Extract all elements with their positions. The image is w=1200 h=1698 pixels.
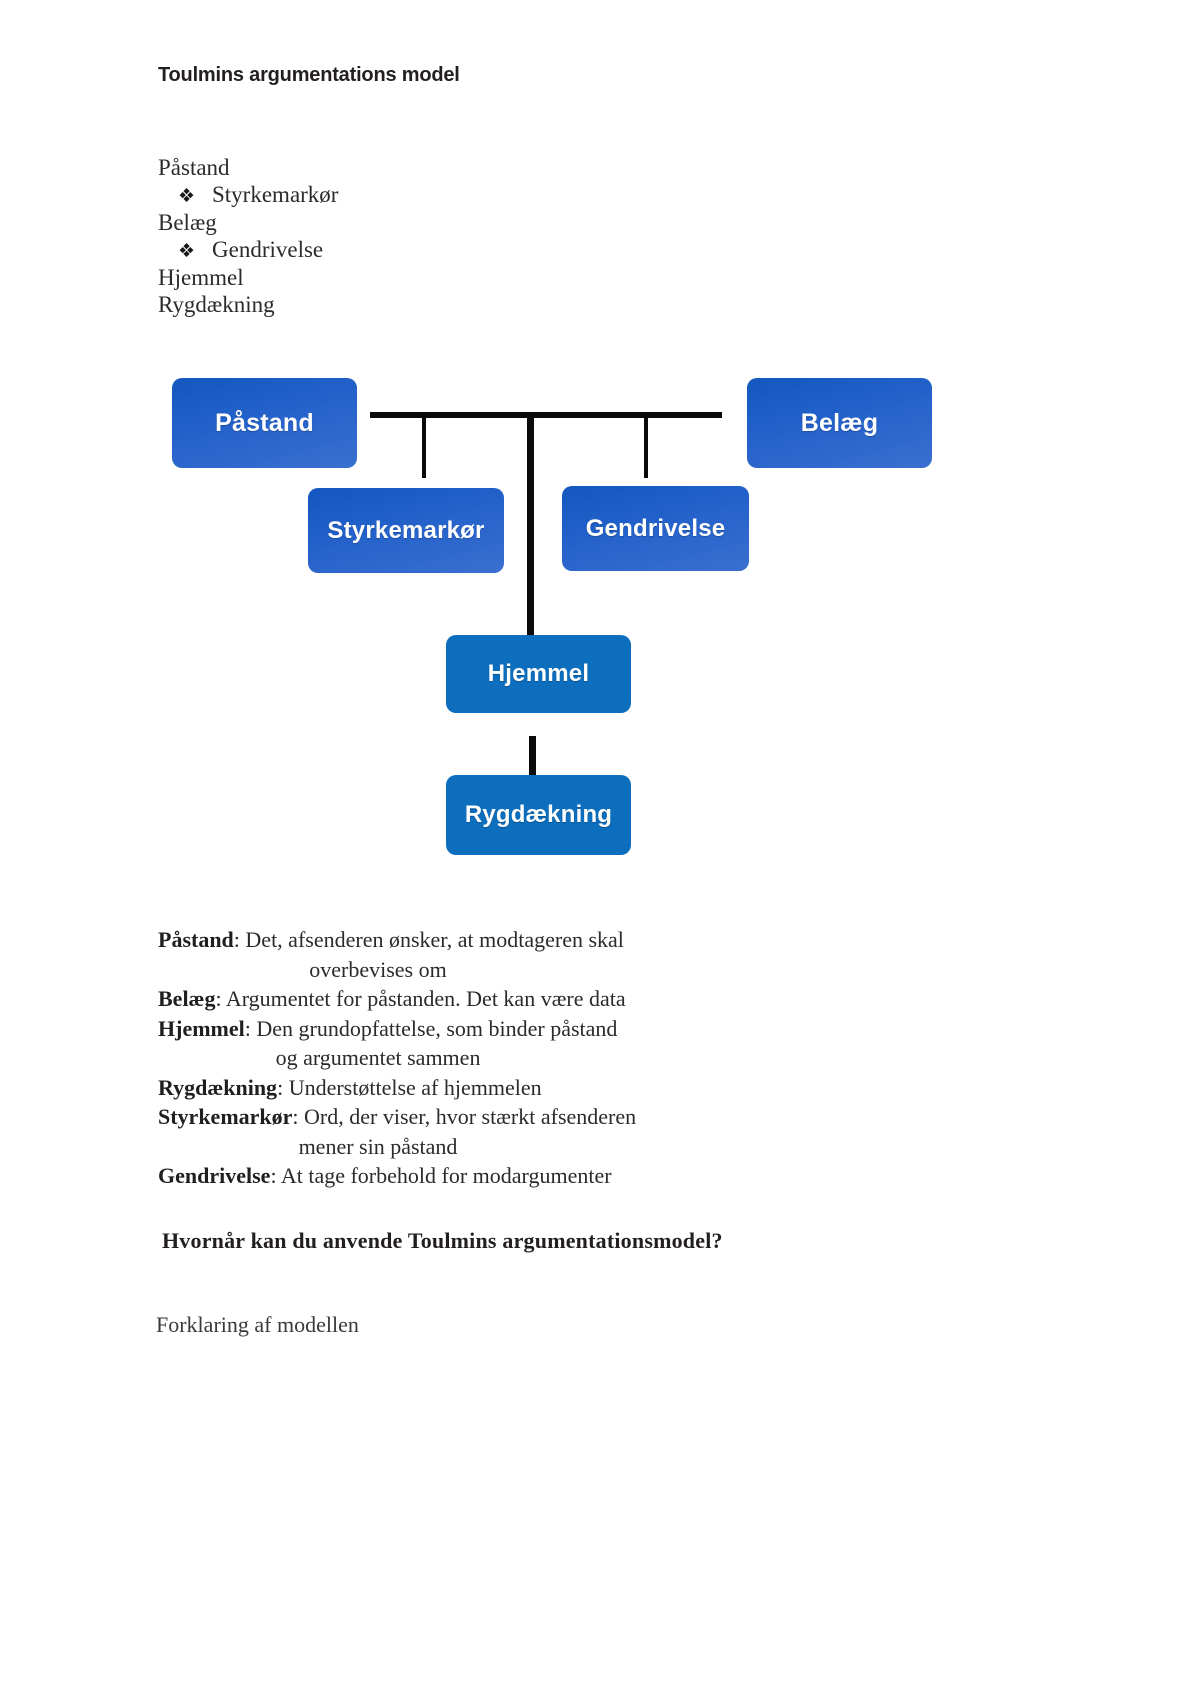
definition-text: Argumentet for påstanden. Det kan være d…: [225, 986, 626, 1011]
page-title: Toulmins argumentations model: [158, 64, 460, 86]
outline-item: Belæg: [158, 210, 658, 237]
connector-hjemmel-rygdaekning: [529, 736, 536, 778]
definition-separator: :: [244, 1015, 257, 1041]
connector-vertical-hjemmel: [527, 416, 534, 638]
diagram-node-gendrivelse: Gendrivelse: [562, 486, 749, 571]
definition-text: Understøttelse af hjemmelen: [288, 1074, 542, 1100]
definitions-list: Påstand: Det, afsenderen ønsker, at modt…: [158, 925, 658, 1191]
outline-item-label: Styrkemarkør: [212, 181, 339, 207]
section-question-heading: Hvornår kan du anvende Toulmins argument…: [162, 1228, 723, 1253]
diagram-node-pastand: Påstand: [172, 378, 357, 468]
outline-item-label: Påstand: [158, 155, 230, 180]
definition-continuation: og argumentet sammen: [275, 1045, 481, 1070]
outline-item: Hjemmel: [158, 265, 658, 292]
diamond-bullet-icon: ❖: [178, 240, 196, 262]
definition-line: Hjemmel: Den grundopfattelse, som binder…: [158, 1014, 658, 1044]
definition-separator: :: [215, 986, 226, 1011]
definition-separator: :: [277, 1074, 289, 1100]
definition-continuation: overbevises om: [309, 956, 447, 982]
definition-separator: :: [270, 1163, 281, 1188]
definition-text: Ord, der viser, hvor stærkt afsenderen: [304, 1104, 637, 1129]
definition-line: Påstand: Det, afsenderen ønsker, at modt…: [158, 925, 658, 955]
footer-note: Forklaring af modellen: [156, 1312, 359, 1337]
connector-horizontal-main: [370, 412, 722, 418]
outline-item: ❖ Gendrivelse: [158, 237, 658, 266]
connector-vertical-gendrivelse: [644, 416, 648, 478]
definition-separator: :: [233, 927, 246, 952]
definition-text: Det, afsenderen ønsker, at modtageren sk…: [245, 927, 624, 952]
outline-item: Rygdækning: [158, 292, 658, 319]
outline-item-label: Rygdækning: [158, 291, 275, 317]
definition-text: At tage forbehold for modargumenter: [280, 1163, 612, 1188]
outline-item-label: Hjemmel: [158, 265, 244, 290]
definition-term: Styrkemarkør: [158, 1104, 293, 1129]
outline-item-label: Belæg: [158, 210, 217, 235]
diagram-node-rygdaekning: Rygdækning: [446, 775, 631, 855]
definition-term: Rygdækning: [158, 1074, 278, 1100]
definition-line: Gendrivelse: At tage forbehold for modar…: [158, 1161, 658, 1191]
diagram-node-hjemmel: Hjemmel: [446, 635, 631, 713]
diagram-node-styrkemarkor: Styrkemarkør: [308, 488, 504, 573]
outline-item-label: Gendrivelse: [212, 236, 324, 262]
definition-continuation: mener sin påstand: [298, 1133, 458, 1159]
definition-text: Den grundopfattelse, som binder påstand: [256, 1015, 618, 1041]
definition-term: Påstand: [158, 927, 234, 952]
definition-separator: :: [292, 1104, 305, 1129]
definition-line: Rygdækning: Understøttelse af hjemmelen: [158, 1073, 658, 1103]
diagram-node-belaeg: Belæg: [747, 378, 932, 468]
outline-item: ❖ Styrkemarkør: [158, 182, 658, 211]
diamond-bullet-icon: ❖: [178, 185, 196, 207]
definition-term: Hjemmel: [158, 1015, 245, 1041]
definition-line: Belæg: Argumentet for påstanden. Det kan…: [158, 984, 658, 1014]
definition-line: Styrkemarkør: Ord, der viser, hvor stærk…: [158, 1102, 658, 1132]
definition-term: Gendrivelse: [158, 1163, 271, 1188]
definition-term: Belæg: [158, 986, 216, 1011]
connector-vertical-styrkemarkor: [422, 416, 426, 478]
toulmin-diagram: Påstand Belæg Styrkemarkør Gendrivelse H…: [0, 355, 1200, 875]
outline-item: Påstand: [158, 155, 658, 182]
